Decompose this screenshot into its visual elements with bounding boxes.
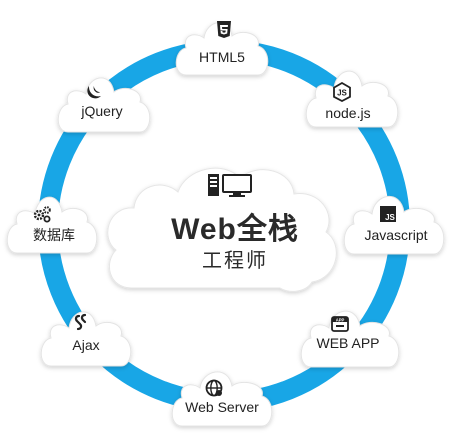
node-cloud-jquery [57, 77, 151, 133]
node-label-webapp: WEB APP [316, 335, 380, 351]
node-cloud-nodejs [305, 70, 399, 128]
center-title: Web全栈 [171, 213, 299, 246]
jquery-icon [87, 86, 101, 99]
node-label-javascript: Javascript [364, 227, 428, 243]
svg-text:APP: APP [336, 317, 345, 322]
html5-icon [217, 21, 231, 38]
globe-icon [205, 379, 223, 397]
node-label-ajax: Ajax [72, 337, 100, 353]
svg-text:JS: JS [337, 89, 347, 98]
gears-icon [33, 206, 51, 223]
node-cloud-database [6, 196, 98, 254]
node-label-nodejs: node.js [325, 105, 371, 121]
center-subtitle: 工程师 [202, 250, 268, 272]
node-label-webserver: Web Server [185, 399, 259, 415]
js-icon: JS [380, 206, 396, 222]
server-monitor-icon [208, 174, 252, 197]
node-label-database: 数据库 [33, 227, 75, 243]
ajax-icon [74, 313, 87, 331]
nodejs-icon: JS [333, 82, 351, 102]
node-cloud-javascript [343, 195, 445, 255]
node-cloud-webapp [300, 310, 400, 368]
node-label-jquery: jQuery [81, 103, 123, 119]
app-icon: APP [331, 316, 349, 332]
svg-text:JS: JS [385, 213, 395, 222]
node-cloud-webserver [171, 371, 273, 427]
node-label-html5: HTML5 [199, 49, 245, 65]
node-cloud-ajax [40, 311, 132, 367]
